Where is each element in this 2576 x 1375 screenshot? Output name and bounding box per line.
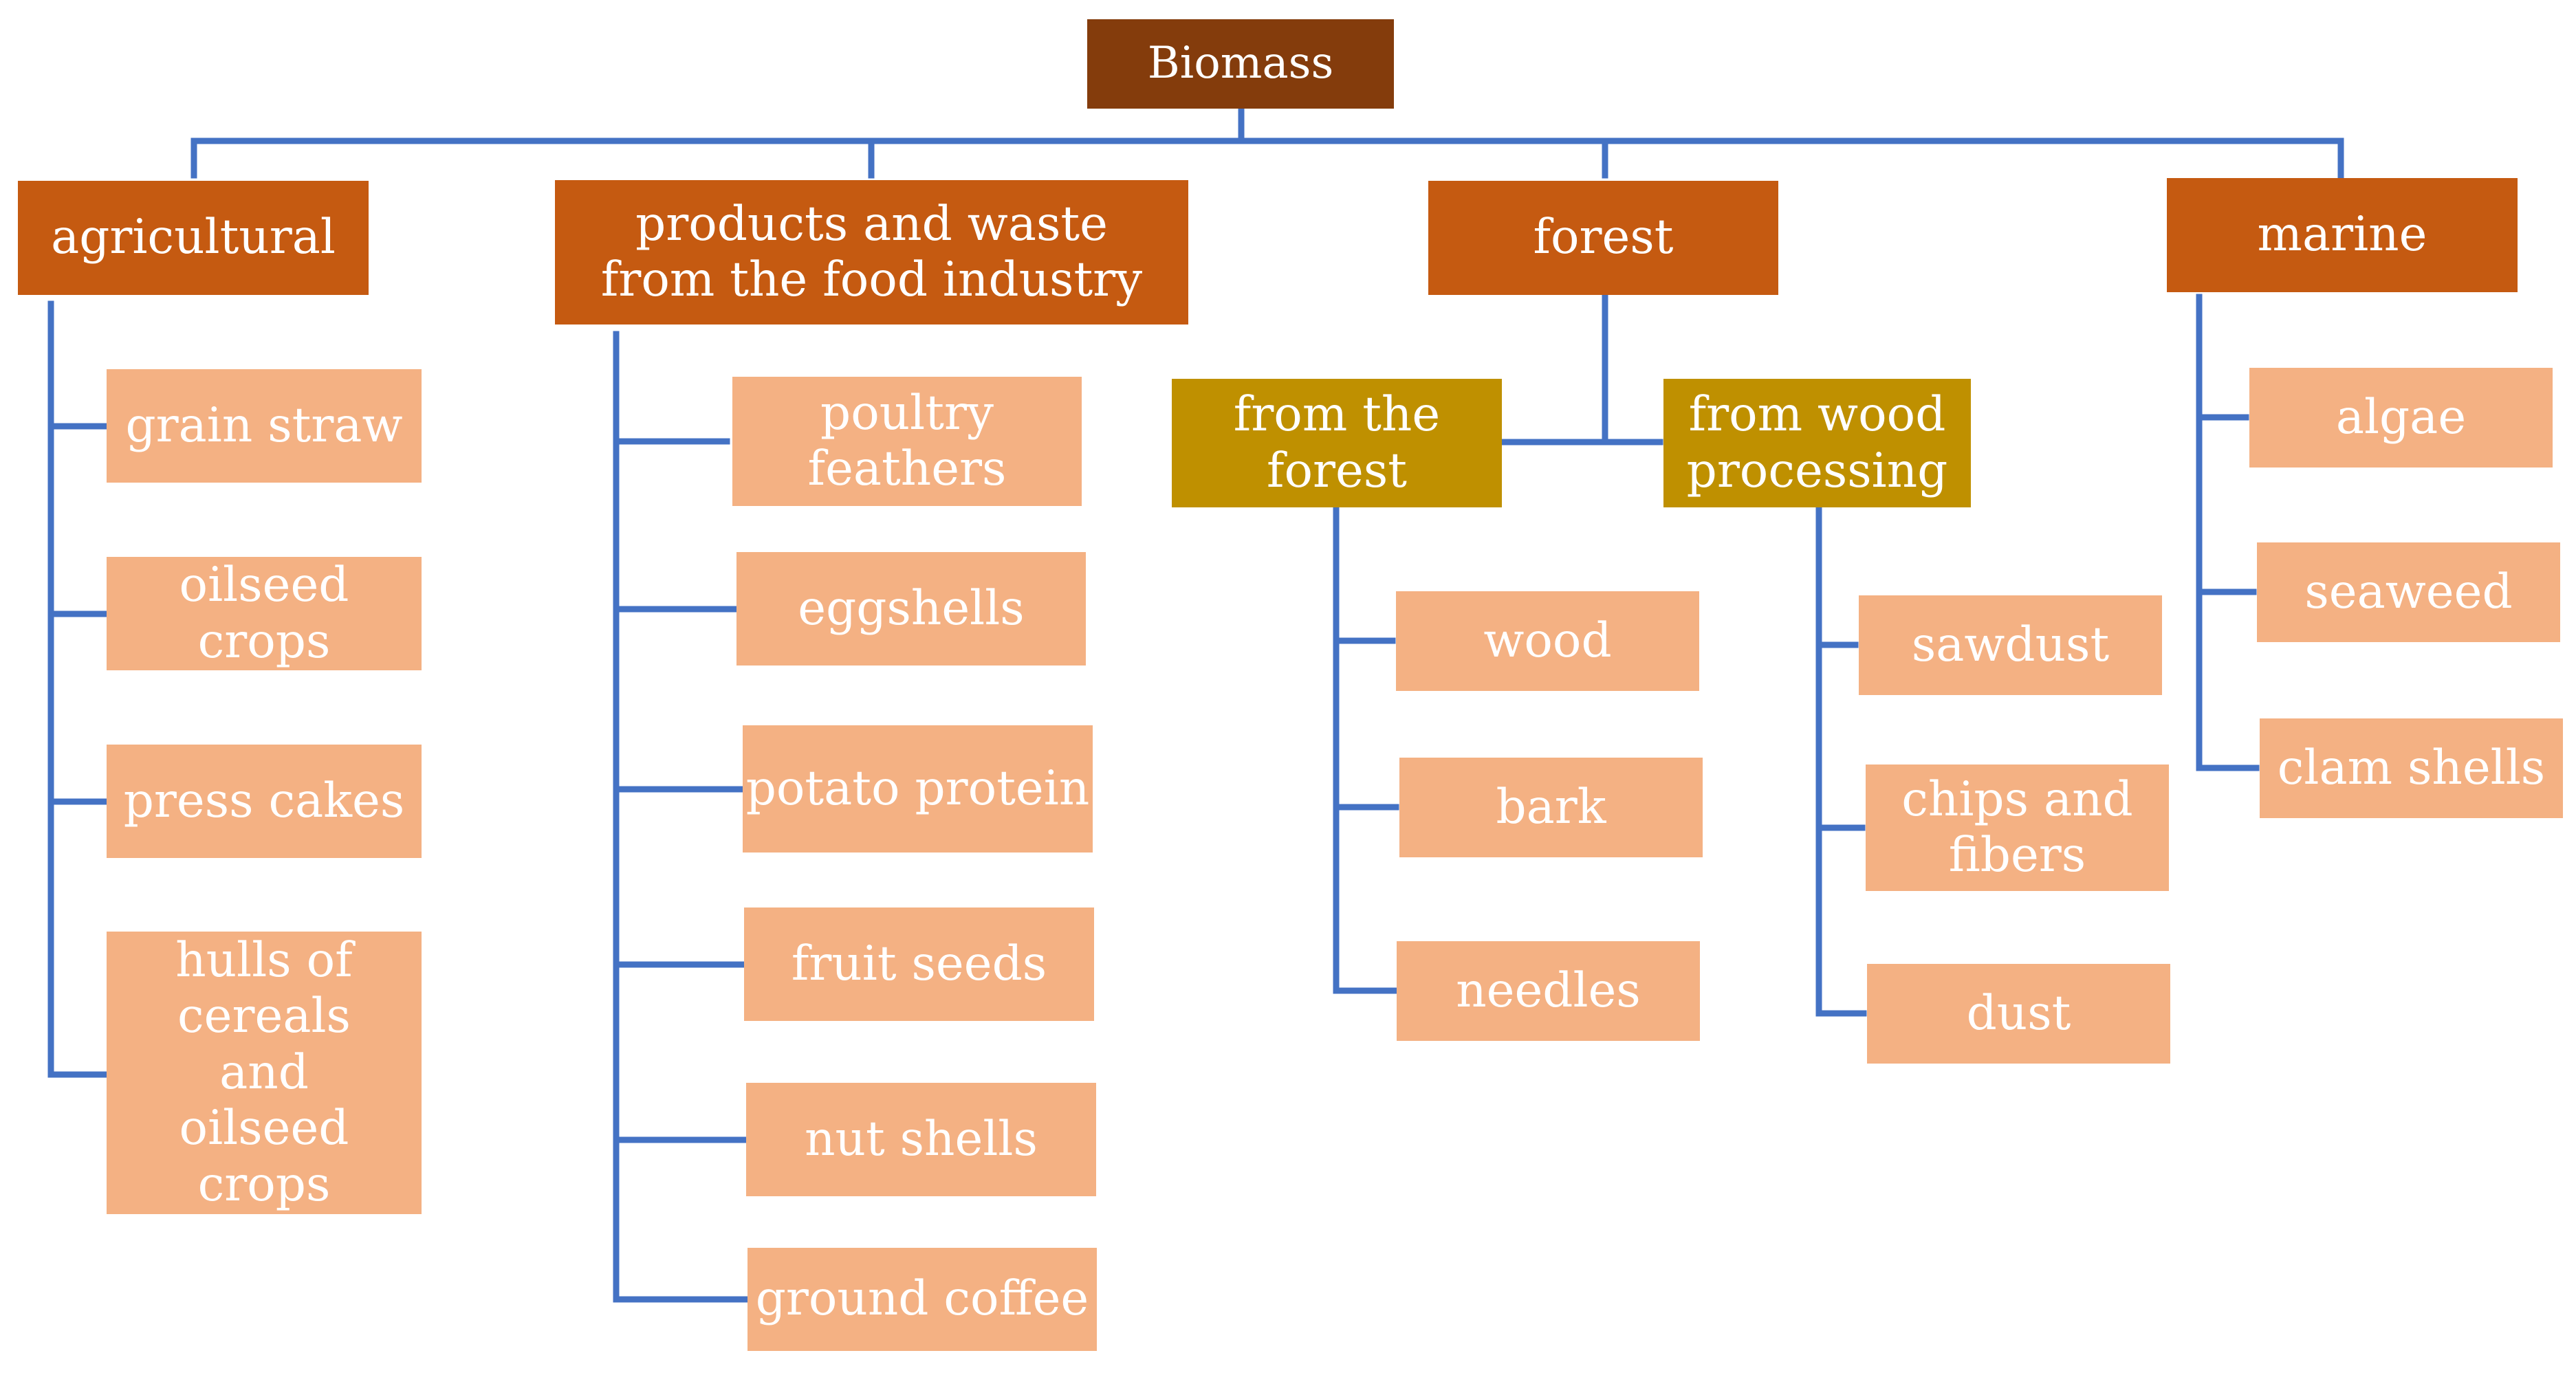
category-agricultural: agricultural — [18, 181, 369, 295]
leaf-clam-shells: clam shells — [2260, 718, 2563, 818]
root-node-biomass: Biomass — [1087, 19, 1394, 109]
root-label: Biomass — [1147, 38, 1334, 89]
leaf-label: eggshells — [798, 580, 1025, 636]
leaf-hulls: hulls of cereals and oilseed crops — [107, 932, 422, 1214]
subgroup-label: from the forest — [1233, 387, 1441, 498]
category-forest: forest — [1428, 181, 1778, 295]
leaf-label: ground coffee — [755, 1271, 1089, 1327]
leaf-eggshells: eggshells — [736, 552, 1086, 666]
leaf-label: potato protein — [745, 760, 1090, 816]
leaf-label: algae — [2335, 389, 2467, 445]
category-marine: marine — [2167, 178, 2518, 292]
category-label: products and waste from the food industr… — [600, 196, 1143, 307]
leaf-label: needles — [1456, 962, 1641, 1018]
leaf-label: clam shells — [2277, 740, 2546, 795]
subgroup-from-the-forest: from the forest — [1172, 379, 1502, 507]
leaf-label: dust — [1966, 985, 2071, 1041]
leaf-label: wood — [1483, 613, 1612, 668]
leaf-label: chips and fibers — [1901, 771, 2133, 883]
leaf-bark: bark — [1399, 758, 1703, 857]
leaf-label: grain straw — [125, 397, 403, 453]
category-label: agricultural — [51, 210, 336, 265]
leaf-needles: needles — [1397, 941, 1700, 1041]
leaf-sawdust: sawdust — [1859, 595, 2162, 695]
leaf-grain-straw: grain straw — [107, 369, 422, 483]
leaf-dust: dust — [1867, 964, 2170, 1064]
leaf-algae: algae — [2249, 368, 2553, 468]
leaf-label: press cakes — [123, 773, 405, 828]
leaf-label: hulls of cereals and oilseed crops — [175, 932, 353, 1212]
leaf-seaweed: seaweed — [2257, 542, 2560, 642]
leaf-poultry-feathers: poultry feathers — [732, 377, 1082, 506]
leaf-ground-coffee: ground coffee — [747, 1248, 1097, 1351]
category-food-industry: products and waste from the food industr… — [555, 180, 1188, 324]
leaf-press-cakes: press cakes — [107, 745, 422, 858]
leaf-potato-protein: potato protein — [743, 725, 1093, 852]
leaf-label: bark — [1496, 779, 1606, 835]
leaf-chips-and-fibers: chips and fibers — [1866, 764, 2169, 891]
leaf-label: poultry feathers — [807, 385, 1007, 496]
leaf-label: fruit seeds — [791, 936, 1047, 991]
category-label: forest — [1533, 210, 1674, 265]
leaf-fruit-seeds: fruit seeds — [744, 908, 1094, 1021]
leaf-wood: wood — [1396, 591, 1699, 691]
leaf-oilseed-crops: oilseed crops — [107, 557, 422, 670]
leaf-label: nut shells — [805, 1111, 1038, 1167]
subgroup-from-wood-processing: from wood processing — [1663, 379, 1971, 507]
leaf-label: oilseed crops — [179, 558, 349, 669]
leaf-label: sawdust — [1911, 617, 2110, 672]
subgroup-label: from wood processing — [1686, 387, 1948, 498]
leaf-label: seaweed — [2304, 564, 2513, 619]
category-label: marine — [2257, 207, 2427, 263]
leaf-nut-shells: nut shells — [746, 1083, 1096, 1196]
